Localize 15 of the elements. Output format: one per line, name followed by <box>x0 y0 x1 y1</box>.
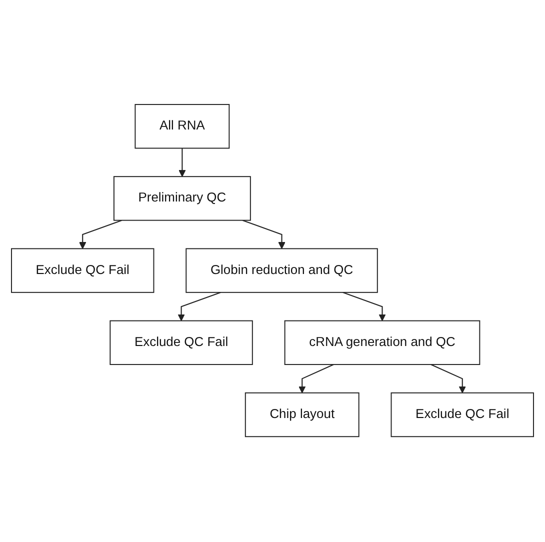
node-box: Globin reduction and QC <box>186 248 378 294</box>
node-box: Exclude QC Fail <box>110 320 253 366</box>
arrow <box>342 292 386 322</box>
node-box: Exclude QC Fail <box>11 248 154 294</box>
arrow <box>242 220 286 250</box>
node-box: cRNA generation and QC <box>284 320 480 366</box>
node-box: Exclude QC Fail <box>390 392 534 438</box>
node-box: Preliminary QC <box>113 176 251 222</box>
node-box: All RNA <box>134 104 230 150</box>
arrow <box>79 220 122 250</box>
arrow <box>430 364 466 394</box>
node-box: Chip layout <box>244 392 360 438</box>
arrow <box>298 364 334 394</box>
arrow <box>178 292 221 322</box>
arrow <box>178 148 186 178</box>
